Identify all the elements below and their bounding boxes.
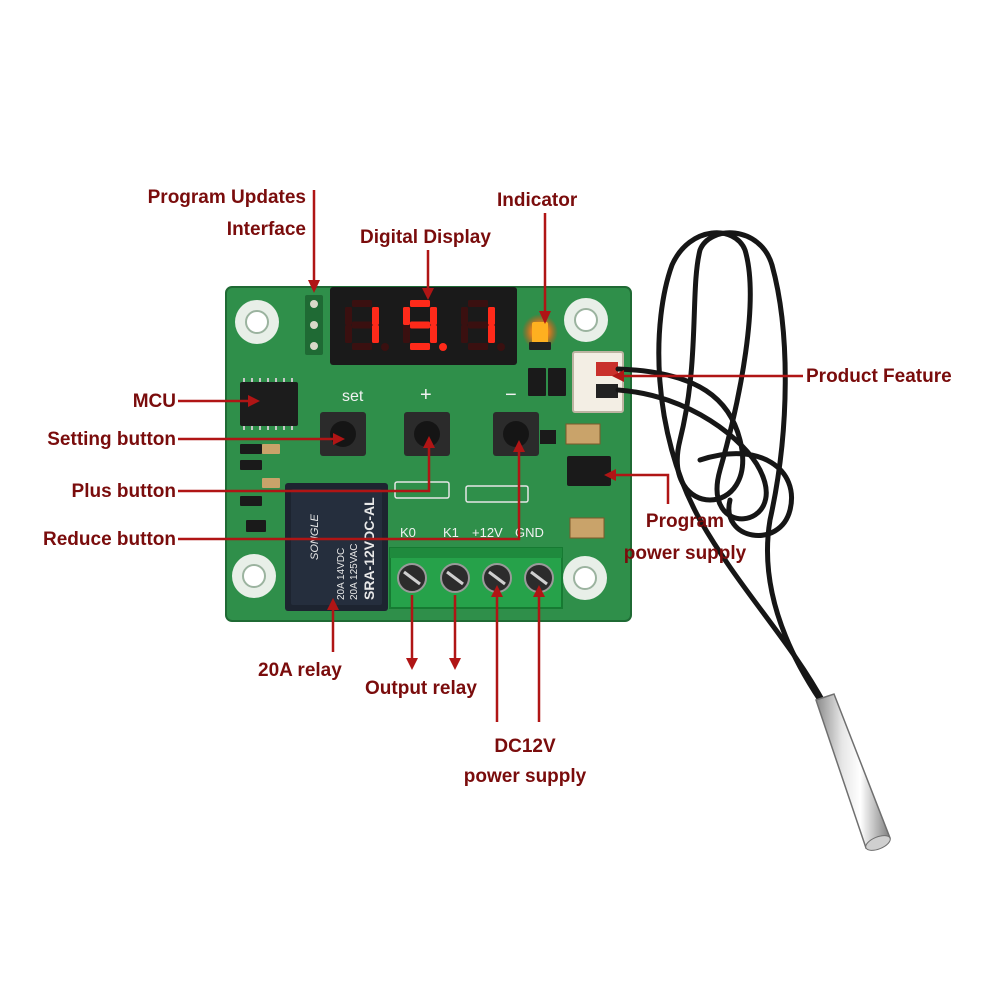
temperature-probe-cable xyxy=(615,230,828,708)
segment-1-f xyxy=(345,307,352,325)
segment-2-f xyxy=(403,307,410,325)
segment-2-d xyxy=(410,343,430,350)
leader-plus xyxy=(178,446,431,493)
silk-plus: + xyxy=(420,384,432,406)
silk-k0: K0 xyxy=(400,525,416,540)
arrow-20a-relay xyxy=(327,598,339,610)
segment-3-b xyxy=(488,307,495,325)
segment-1-a xyxy=(352,300,372,307)
smd-components-left xyxy=(240,444,280,532)
relay-rating-2: 20A 125VAC xyxy=(349,543,360,600)
relay-brand: SONGLE xyxy=(309,513,321,560)
setting-button-part xyxy=(320,412,366,456)
label-program-power: Program xyxy=(645,511,725,532)
label-program-power-supply: power supply xyxy=(623,543,747,564)
display-digits xyxy=(345,300,505,351)
segment-3-e xyxy=(461,325,468,343)
seven-segment-display xyxy=(330,287,517,365)
pcb-board: set + − K0 K1 +12V GND SRA-12VDC-AL 20A … xyxy=(225,286,632,622)
label-dc12v-power-supply: power supply xyxy=(463,766,587,787)
arrow-dc12v-a xyxy=(491,585,503,597)
arrow-output-k0 xyxy=(406,658,418,670)
label-indicator: Indicator xyxy=(497,190,578,211)
arrow-digital-display xyxy=(422,288,434,300)
label-setting-button: Setting button xyxy=(47,429,176,450)
arrow-reduce xyxy=(513,440,525,452)
label-digital-display: Digital Display xyxy=(360,227,491,248)
arrow-output-k1 xyxy=(449,658,461,670)
relay-rating-1: 20A 14VDC xyxy=(336,548,347,600)
decimal-point-1 xyxy=(381,343,389,351)
segment-1-d xyxy=(352,343,372,350)
mounting-hole-top-left xyxy=(235,300,279,344)
leader-program-power xyxy=(614,473,670,504)
arrow-dc12v-b xyxy=(533,585,545,597)
segment-3-g xyxy=(468,321,488,329)
segment-3-c xyxy=(488,325,495,343)
segment-3-a xyxy=(468,300,488,307)
arrow-mcu xyxy=(248,395,260,407)
segment-1-e xyxy=(345,325,352,343)
segment-2-e xyxy=(403,325,410,343)
segment-2-c xyxy=(430,325,437,343)
silk-gnd: GND xyxy=(515,525,544,540)
segment-3-d xyxy=(468,343,488,350)
arrow-program-power xyxy=(604,469,616,481)
silk-k1: K1 xyxy=(443,525,459,540)
segment-2-a xyxy=(410,300,430,307)
silk-minus: − xyxy=(505,384,517,406)
smd-components-right xyxy=(528,368,611,539)
label-20a-relay: 20A relay xyxy=(258,660,342,681)
segment-3-f xyxy=(461,307,468,325)
arrow-setting xyxy=(333,433,345,445)
segment-1-c xyxy=(372,325,379,343)
mounting-hole-top-right xyxy=(564,298,608,342)
leader-lines xyxy=(178,190,803,722)
label-product-feature: Product Feature xyxy=(806,366,952,387)
silk-set: set xyxy=(342,388,364,405)
segment-2-g xyxy=(410,321,430,329)
silk-12v: +12V xyxy=(472,525,503,540)
relay-model: SRA-12VDC-AL xyxy=(361,497,377,600)
decimal-point-3 xyxy=(497,343,505,351)
arrow-product-feature xyxy=(612,370,624,382)
label-plus-button: Plus button xyxy=(71,481,176,502)
label-dc12v: DC12V xyxy=(494,736,556,757)
label-reduce-button: Reduce button xyxy=(43,529,176,550)
mcu-chip xyxy=(240,378,298,430)
temperature-probe-tip xyxy=(815,693,891,851)
arrow-plus xyxy=(423,436,435,448)
reduce-button-part xyxy=(493,412,539,456)
leader-arrowheads xyxy=(248,280,624,670)
decimal-point-2 xyxy=(439,343,447,351)
segment-1-g xyxy=(352,321,372,329)
indicator-led xyxy=(522,314,558,350)
sensor-connector xyxy=(572,351,624,413)
label-output-relay: Output relay xyxy=(365,678,477,699)
label-program-updates: Program Updates xyxy=(147,187,306,208)
arrow-indicator xyxy=(539,311,551,324)
plus-button-part xyxy=(404,412,450,456)
relay-component: SRA-12VDC-AL 20A 14VDC 20A 125VAC SONGLE xyxy=(285,483,388,611)
screw-terminal-block xyxy=(389,547,563,609)
program-header xyxy=(305,295,323,355)
label-mcu: MCU xyxy=(132,391,176,412)
arrow-program-updates xyxy=(308,280,320,293)
leader-reduce xyxy=(178,450,521,541)
label-program-updates-interface: Interface xyxy=(226,219,306,240)
mounting-hole-bottom-left xyxy=(232,554,276,598)
mounting-hole-bottom-right xyxy=(563,556,607,600)
segment-1-b xyxy=(372,307,379,325)
segment-2-b xyxy=(430,307,437,325)
